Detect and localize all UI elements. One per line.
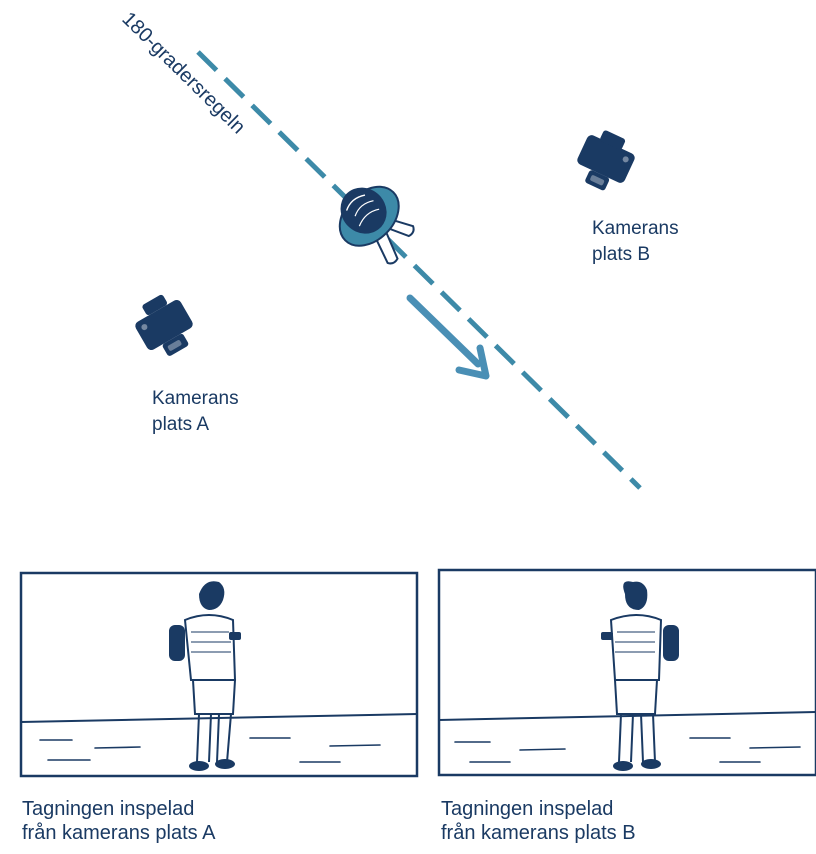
frame-b-caption: Tagningen inspelad från kamerans plats B	[441, 797, 636, 845]
camera-a-icon	[127, 288, 201, 364]
frame-b	[439, 570, 816, 775]
person-top-view-icon	[323, 170, 429, 276]
camera-b-label: Kamerans plats B	[592, 216, 679, 268]
rule-label: 180-gradersregeln	[117, 8, 249, 138]
frame-a-caption: Tagningen inspelad från kamerans plats A	[22, 797, 215, 845]
frame-a	[21, 573, 417, 776]
direction-arrow-icon	[410, 298, 486, 376]
180-degree-line	[198, 52, 640, 488]
camera-b-icon	[570, 124, 641, 197]
camera-a-label: Kamerans plats A	[152, 386, 239, 438]
